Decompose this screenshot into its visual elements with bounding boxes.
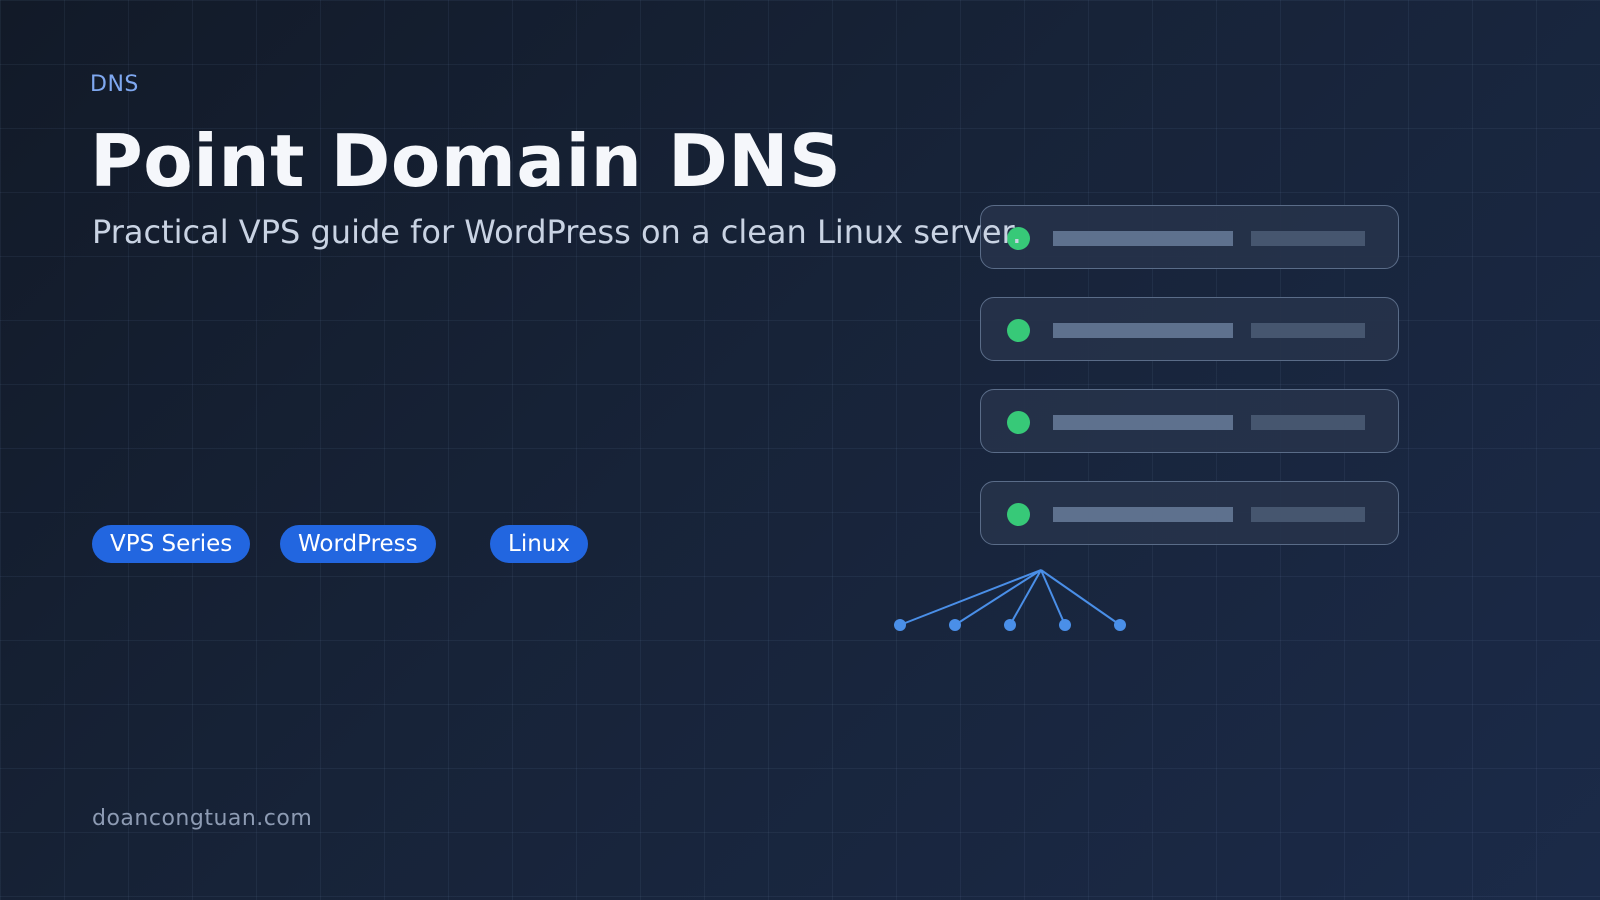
server-bar-short — [1251, 415, 1365, 430]
server-unit — [980, 481, 1399, 545]
network-node — [894, 619, 906, 631]
server-unit — [980, 389, 1399, 453]
server-bar — [1053, 323, 1233, 338]
network-node — [1004, 619, 1016, 631]
server-unit — [980, 205, 1399, 269]
network-link — [899, 569, 1042, 626]
page-title: Point Domain DNS — [90, 119, 842, 203]
server-bar — [1053, 507, 1233, 522]
tag-linux[interactable]: Linux — [490, 525, 588, 563]
network-node — [1059, 619, 1071, 631]
server-unit — [980, 297, 1399, 361]
status-led-icon — [1007, 503, 1030, 526]
server-bar — [1053, 231, 1233, 246]
server-bar-short — [1251, 507, 1365, 522]
status-led-icon — [1007, 227, 1030, 250]
status-led-icon — [1007, 319, 1030, 342]
tag-vps-series[interactable]: VPS Series — [92, 525, 251, 563]
network-link — [1040, 569, 1066, 626]
site-url[interactable]: doancongtuan.com — [92, 806, 313, 831]
network-node — [949, 619, 961, 631]
category-label: DNS — [90, 72, 139, 97]
network-link — [954, 569, 1042, 626]
server-bar-short — [1251, 323, 1365, 338]
page-subtitle: Practical VPS guide for WordPress on a c… — [92, 213, 1022, 251]
server-bar-short — [1251, 231, 1365, 246]
network-link — [1009, 569, 1042, 626]
tag-wordpress[interactable]: WordPress — [280, 525, 436, 563]
status-led-icon — [1007, 411, 1030, 434]
server-bar — [1053, 415, 1233, 430]
network-link — [1040, 569, 1121, 626]
network-node — [1114, 619, 1126, 631]
network-tree-icon — [894, 569, 1126, 631]
